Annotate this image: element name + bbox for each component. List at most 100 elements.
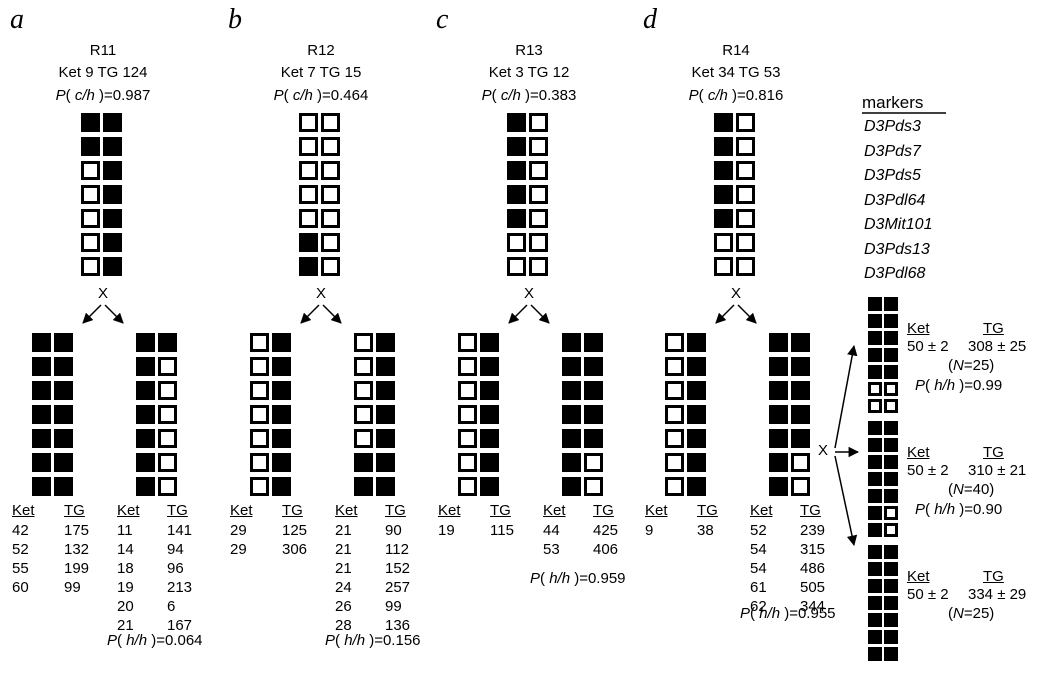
panel-a-offspring-right-left-box	[136, 405, 155, 424]
offspring-group-3-left-box	[868, 647, 882, 661]
panel-d-right-tg-value: 315	[800, 541, 826, 558]
panel-d-offspring-right-left-box	[769, 429, 788, 448]
panel-d-arrow-left	[715, 304, 735, 324]
panel-c-parent-left-box	[507, 185, 526, 204]
offspring-group-1-right-box	[884, 297, 898, 311]
panel-d-right-tg-value: 505	[800, 579, 826, 596]
panel-a-right-tg-header: TG	[167, 502, 188, 519]
panel-d-offspring-left-left-box	[665, 429, 684, 448]
offspring-group-3-right-box	[884, 647, 898, 661]
panel-d-cross-symbol: X	[730, 285, 742, 302]
panel-b-offspring-left-left-box	[250, 381, 269, 400]
panel-c-parent-right-box	[529, 161, 548, 180]
panel-c-parent-right-box	[529, 209, 548, 228]
panel-b-offspring-right-right-box	[376, 333, 395, 352]
offspring-group-1-left-box	[868, 331, 882, 345]
offspring-group-2-right-box	[884, 421, 898, 435]
panel-c-parent-left-box	[507, 257, 526, 276]
panel-d-parent-left-box	[714, 137, 733, 156]
offspring-group-1-left-box	[868, 348, 882, 362]
offspring-group-2-right-box	[884, 455, 898, 469]
group-arrow-bottom	[834, 455, 858, 547]
panel-c-parent-left-box	[507, 113, 526, 132]
panel-b-right-tg-value: 257	[385, 579, 411, 596]
panel-b-left-ket-value: 29	[230, 541, 247, 558]
markers-title: markers	[862, 93, 924, 112]
offspring-group-2-right-box	[884, 489, 898, 503]
panel-d-right-tg-value: 486	[800, 560, 826, 577]
panel-b-offspring-left-right-box	[272, 429, 291, 448]
panel-b-offspring-right-left-box	[354, 333, 373, 352]
panel-a-offspring-left-left-box	[32, 357, 51, 376]
offspring-group-3-left-box	[868, 630, 882, 644]
offspring-group-3-ket-value: 50 ± 2	[907, 586, 949, 603]
panel-b-right-tg-value: 112	[385, 541, 409, 558]
offspring-group-2-tg-header: TG	[983, 444, 1004, 461]
panel-b-offspring-left-left-box	[250, 333, 269, 352]
offspring-group-1-ket-value: 50 ± 2	[907, 338, 949, 355]
panel-a-left-ket-value: 52	[12, 541, 29, 558]
panel-c-strain-name: R13	[515, 42, 543, 59]
marker-name: D3Pds5	[864, 167, 921, 184]
offspring-group-2-right-box	[884, 472, 898, 486]
panel-a-offspring-right-right-box	[158, 477, 177, 496]
marker-name: D3Mit101	[864, 216, 933, 233]
offspring-group-3-left-box	[868, 596, 882, 610]
panel-b-parent-left-box	[299, 161, 318, 180]
panel-a-offspring-right-left-box	[136, 429, 155, 448]
panel-c-parent-left-box	[507, 233, 526, 252]
panel-a-parent-left-box	[81, 113, 100, 132]
offspring-group-2-right-box	[884, 523, 898, 537]
panel-a-parent-left-box	[81, 209, 100, 228]
offspring-group-3-left-box	[868, 613, 882, 627]
panel-c-offspring-right-right-box	[584, 333, 603, 352]
panel-b-parent-left-box	[299, 137, 318, 156]
offspring-group-2-ket-header: Ket	[907, 444, 930, 461]
panel-b-strain-name: R12	[307, 42, 335, 59]
panel-a-parent-right-box	[103, 233, 122, 252]
panel-d-right-ket-value: 62	[750, 598, 767, 615]
offspring-group-1-right-box	[884, 382, 898, 396]
offspring-group-2-phh: P( h/h )=0.90	[915, 501, 1003, 518]
panel-a-right-ket-value: 11	[117, 522, 133, 539]
panel-d-right-tg-value: 239	[800, 522, 826, 539]
panel-d-ket-tg-values: Ket 34 TG 53	[691, 64, 781, 81]
offspring-group-1-n: (N=25)	[948, 357, 995, 374]
panel-b-offspring-right-right-box	[376, 381, 395, 400]
panel-b-right-tg-value: 136	[385, 617, 411, 634]
panel-c-left-tg-header: TG	[490, 502, 511, 519]
panel-b-parent-right-box	[321, 161, 340, 180]
panel-a-offspring-left-right-box	[54, 429, 73, 448]
panel-a-left-tg-header: TG	[64, 502, 85, 519]
panel-d-parent-right-box	[736, 161, 755, 180]
panel-b-ket-tg-values: Ket 7 TG 15	[280, 64, 362, 81]
panel-a-offspring-right-right-box	[158, 381, 177, 400]
panel-d-phh: P( h/h )=0.955	[740, 605, 836, 622]
panel-a-offspring-right-right-box	[158, 333, 177, 352]
panel-a-offspring-left-right-box	[54, 405, 73, 424]
panel-c-offspring-right-left-box	[562, 405, 581, 424]
panel-c-offspring-left-right-box	[480, 429, 499, 448]
offspring-group-3-right-box	[884, 630, 898, 644]
offspring-group-3-left-box	[868, 579, 882, 593]
panel-d-parent-right-box	[736, 113, 755, 132]
offspring-group-1-right-box	[884, 331, 898, 345]
panel-b-left-tg-value: 306	[282, 541, 308, 558]
panel-c-offspring-left-left-box	[458, 405, 477, 424]
panel-c-left-ket-header: Ket	[438, 502, 461, 519]
panel-d-strain-name: R14	[722, 42, 750, 59]
offspring-group-1-left-box	[868, 382, 882, 396]
panel-c-right-ket-value: 53	[543, 541, 560, 558]
panel-b-offspring-right-left-box	[354, 429, 373, 448]
panel-c-offspring-left-left-box	[458, 453, 477, 472]
panel-d-right-tg-value: 344	[800, 598, 826, 615]
panel-b-right-tg-value: 99	[385, 598, 402, 615]
panel-d-left-tg-value: 38	[697, 522, 714, 539]
panel-b-parent-right-box	[321, 137, 340, 156]
panel-b-parent-right-box	[321, 233, 340, 252]
panel-a-parent-left-box	[81, 185, 100, 204]
panel-a-offspring-right-left-box	[136, 453, 155, 472]
offspring-group-2-left-box	[868, 523, 882, 537]
panel-b-left-tg-value: 125	[282, 522, 308, 539]
